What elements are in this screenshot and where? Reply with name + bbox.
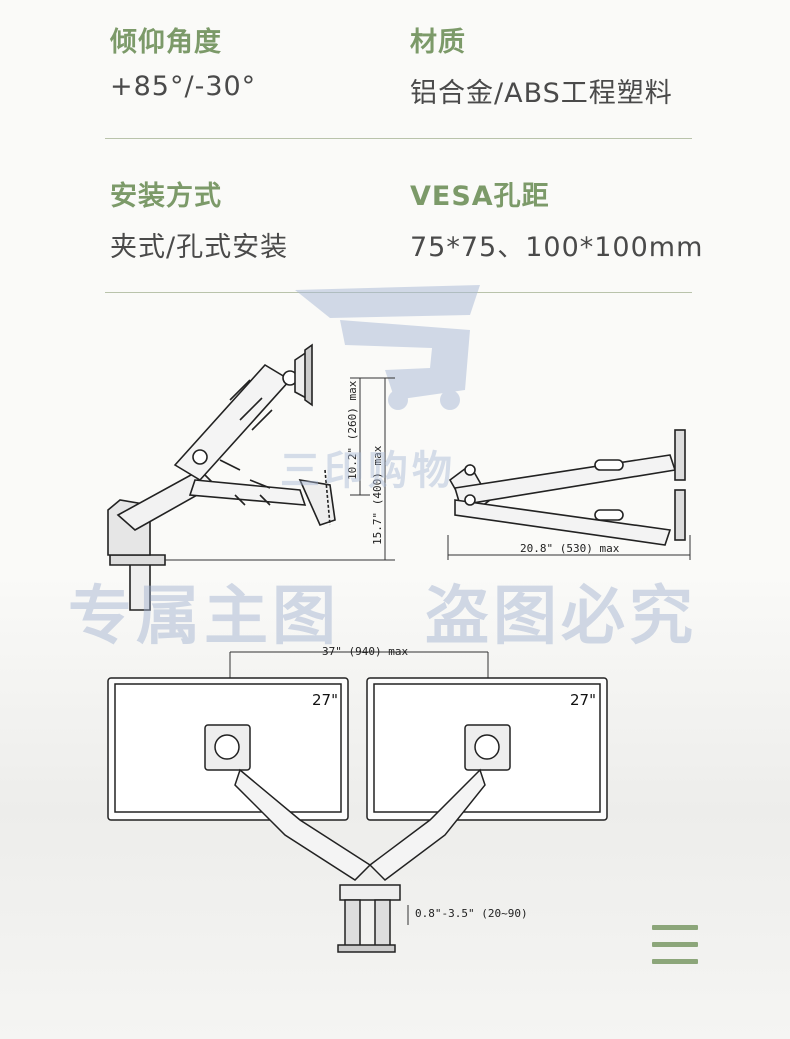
- spec-value: +85°/-30°: [110, 71, 257, 102]
- monitor-size-left: 27": [312, 691, 338, 709]
- spec-install: 安装方式 夹式/孔式安装: [110, 174, 288, 264]
- spec-value: 75*75、100*100mm: [410, 232, 704, 263]
- spec-label: 材质: [410, 27, 466, 58]
- front-view-monitors: [107, 677, 608, 953]
- spec-value: 夹式/孔式安装: [110, 232, 289, 263]
- dim-clamp: 0.8"-3.5" (20~90): [415, 907, 528, 920]
- spec-vesa: VESA孔距 75*75、100*100mm: [410, 174, 703, 264]
- monitor-size-right: 27": [570, 691, 596, 709]
- side-view-arm: [107, 343, 336, 611]
- dim-width: 37" (940) max: [322, 645, 408, 658]
- watermark-right: 盗图必究: [425, 580, 697, 654]
- watermark-small: 三印购物: [280, 448, 456, 494]
- spec-label: VESA孔距: [410, 181, 550, 212]
- dim-depth: 20.8" (530) max: [520, 542, 620, 555]
- spec-value: 铝合金/ABS工程塑料: [410, 78, 673, 109]
- dim-height-max: 15.7" (400) max: [371, 445, 384, 545]
- hamburger-menu-icon[interactable]: [652, 925, 698, 965]
- spec-label: 倾仰角度: [110, 27, 222, 58]
- divider: [105, 138, 692, 139]
- top-view-arms: [448, 429, 686, 546]
- spec-label: 安装方式: [110, 181, 222, 212]
- dim-height-min: 10.2" (260) max: [346, 380, 359, 480]
- watermark-logo: [295, 285, 480, 410]
- spec-tilt: 倾仰角度 +85°/-30°: [110, 20, 256, 102]
- spec-material: 材质 铝合金/ABS工程塑料: [410, 20, 673, 110]
- watermark-left: 专属主图: [68, 580, 340, 654]
